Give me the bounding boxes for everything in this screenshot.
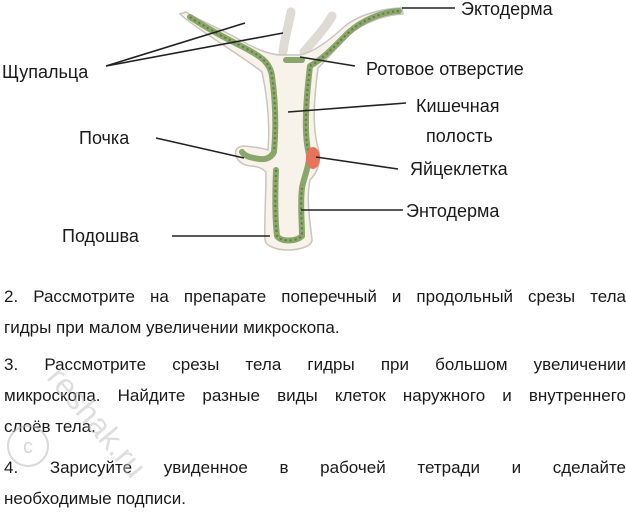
paragraph-4-line-2: необходимые подписи. (4, 489, 186, 508)
label-gut-line2: полость (426, 126, 493, 146)
paragraph-3-line-1: 3. Рассмотрите срезы тела гидры при боль… (4, 355, 626, 374)
label-foot: Подошва (62, 226, 140, 246)
endoderm-cells (189, 10, 400, 242)
paragraph-3: 3. Рассмотрите срезы тела гидры при боль… (4, 349, 626, 442)
egg-cell (306, 147, 320, 169)
paragraph-2-line-2: гидры при малом увеличении микроскопа. (4, 318, 340, 337)
label-egg: Яйцеклетка (410, 159, 509, 179)
paragraph-2: 2. Рассмотрите на препарате поперечный и… (4, 281, 626, 343)
hydra-body (178, 7, 404, 251)
label-tentacles: Щупальца (2, 62, 89, 82)
back-tentacles (278, 7, 337, 57)
label-ectoderm: Эктодерма (461, 0, 554, 19)
paragraph-4-line-1: 4. Зарисуйте увиденное в рабочей тетради… (4, 458, 626, 477)
paragraph-3-line-2: микроскопа. Найдите разные виды клеток н… (4, 386, 626, 405)
paragraph-2-line-1: 2. Рассмотрите на препарате поперечный и… (4, 287, 626, 306)
label-mouth: Ротовое отверстие (366, 59, 524, 79)
label-gut-line1: Кишечная (416, 96, 499, 116)
label-endoderm: Энтодерма (406, 201, 500, 221)
paragraph-3-line-3: слоёв тела. (4, 417, 96, 436)
label-bud: Почка (79, 128, 130, 148)
pointer-lines (105, 7, 455, 237)
paragraph-4: 4. Зарисуйте увиденное в рабочей тетради… (4, 452, 626, 514)
hydra-diagram: Эктодерма Щупальца Ротовое отверстие Киш… (2, 0, 554, 251)
